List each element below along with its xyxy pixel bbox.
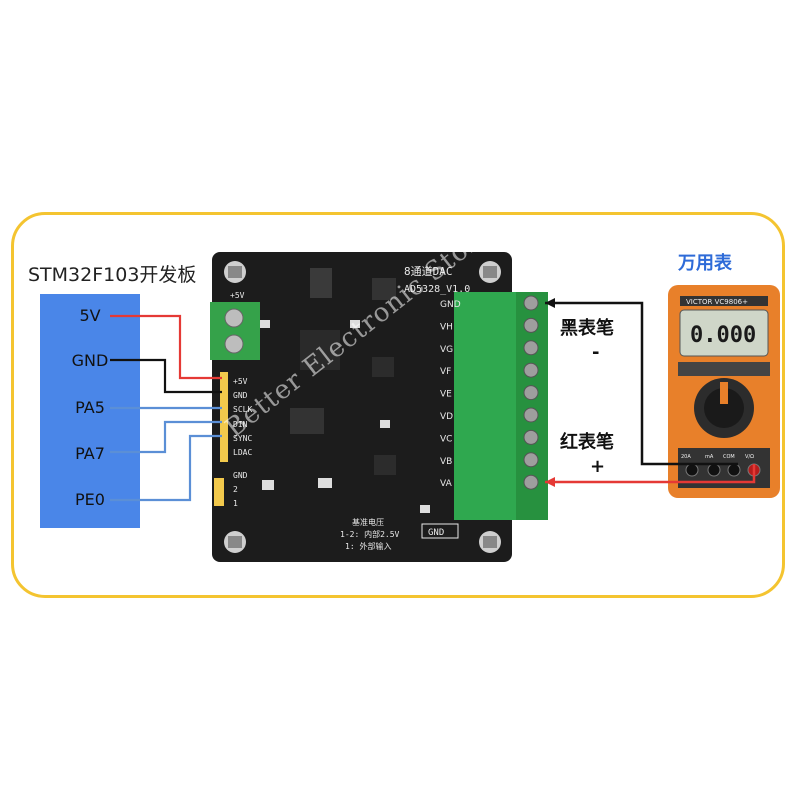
pin-5v: 5V <box>79 306 101 325</box>
diagram-frame <box>11 212 785 598</box>
red-probe-label: 红表笔 <box>560 432 614 453</box>
stm32-board: 5V GND PA5 PA7 PE0 <box>40 294 140 528</box>
terminal-label-3: VF <box>440 367 451 377</box>
ref-2: 2 <box>233 485 238 494</box>
ref-gnd: GND <box>233 471 248 480</box>
meter-range-com: COM <box>723 454 735 460</box>
gnd-pad-label: GND <box>428 528 444 538</box>
wire-red-probe <box>545 464 756 484</box>
pin-pe0: PE0 <box>75 490 105 509</box>
ref-text-1: 基准电压 <box>352 517 384 527</box>
pin-gnd: GND <box>71 351 109 370</box>
wire-pe0 <box>110 434 222 502</box>
wires <box>110 298 756 502</box>
dac-title: 8通道DAC <box>404 264 453 278</box>
terminal-label-7: VB <box>440 457 452 467</box>
meter-display: 0.000 <box>690 323 756 348</box>
hdr-din: DIN <box>233 420 248 429</box>
ref-1: 1 <box>233 499 238 508</box>
ref-text-3: 1: 外部输入 <box>345 541 391 551</box>
meter-range-20a: 20A <box>681 454 691 460</box>
terminal-label-8: VA <box>440 479 453 489</box>
dac-board: 8通道DAC AD5328_V1.0 基准电压 1-2: 内部2.5V 1: 外… <box>210 252 548 562</box>
multimeter: VICTOR VC9806+ 0.000 20A mA COM V/Ω <box>668 285 780 498</box>
terminal-label-1: VH <box>440 322 453 332</box>
wire-gnd <box>110 358 222 394</box>
power-plus-label: +5V <box>230 291 245 300</box>
black-probe-sign: - <box>592 342 600 363</box>
terminal-label-0: GND <box>440 300 461 310</box>
terminal-label-4: VE <box>440 390 452 400</box>
terminal-screw-1 <box>523 317 539 333</box>
hdr-sclk: SCLK <box>233 405 252 414</box>
terminal-screw-2 <box>523 340 539 356</box>
terminal-screw-0 <box>523 295 539 311</box>
pin-pa5: PA5 <box>75 398 105 417</box>
terminal-label-5: VD <box>440 412 453 422</box>
meter-brand: VICTOR VC9806+ <box>686 298 748 306</box>
meter-range-v: V/Ω <box>745 454 754 460</box>
wire-pa7 <box>110 420 222 454</box>
terminal-screw-3 <box>523 362 539 378</box>
hdr-ldac: LDAC <box>233 448 252 457</box>
terminal-label-6: VC <box>440 434 452 444</box>
dac-model: AD5328_V1.0 <box>404 284 470 295</box>
multimeter-title: 万用表 <box>678 253 732 274</box>
terminal-screw-7 <box>523 452 539 468</box>
hdr-gnd: GND <box>233 391 248 400</box>
hdr-5v: +5V <box>233 377 248 386</box>
stm-board-title: STM32F103开发板 <box>28 264 197 286</box>
terminal-screw-6 <box>523 429 539 445</box>
meter-range-ma: mA <box>705 454 714 460</box>
terminal-screw-5 <box>523 407 539 423</box>
terminal-screw-4 <box>523 385 539 401</box>
black-probe-label: 黑表笔 <box>560 318 614 339</box>
red-probe-sign: + <box>590 456 606 477</box>
wire-5v <box>110 314 222 380</box>
terminal-screw-8 <box>523 474 539 490</box>
hdr-sync: SYNC <box>233 434 252 443</box>
wire-black-probe <box>545 301 738 466</box>
pin-pa7: PA7 <box>75 444 105 463</box>
terminal-label-2: VG <box>440 345 453 355</box>
ref-text-2: 1-2: 内部2.5V <box>340 529 400 539</box>
